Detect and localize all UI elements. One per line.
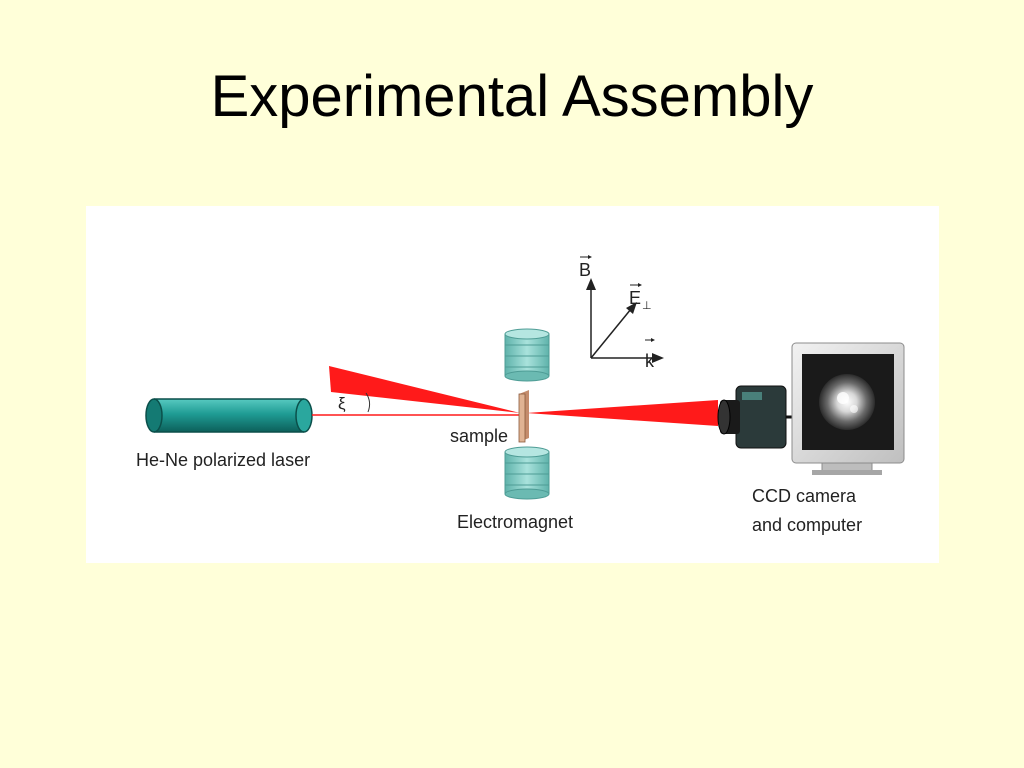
svg-text:k: k xyxy=(645,351,655,371)
vector-k-label: k xyxy=(645,338,655,371)
ccd-camera xyxy=(717,385,802,449)
laser-label: He-Ne polarized laser xyxy=(136,450,310,470)
computer-monitor xyxy=(791,342,905,475)
angle-arc xyxy=(365,392,371,413)
ccd-label-line1: CCD camera xyxy=(752,486,857,506)
sample-slab xyxy=(518,390,529,443)
laser-tube xyxy=(145,398,313,433)
vector-b-label: B xyxy=(579,255,592,280)
angle-label: ξ xyxy=(338,394,346,413)
field-vector-axes xyxy=(586,278,664,363)
vector-e-subscript: ⊥ xyxy=(642,300,652,312)
vector-e-label: E ⊥ xyxy=(629,283,652,312)
svg-text:B: B xyxy=(579,260,591,280)
setup-diagram: ξ xyxy=(136,255,905,535)
ccd-label-line2: and computer xyxy=(752,515,862,535)
sample-label: sample xyxy=(450,426,508,446)
electromagnet-bottom xyxy=(504,446,550,500)
transmitted-beam xyxy=(526,400,718,426)
slide-title: Experimental Assembly xyxy=(210,64,814,129)
electromagnet-label: Electromagnet xyxy=(457,512,573,532)
reflected-beam xyxy=(329,366,520,413)
electromagnet-top xyxy=(504,328,550,382)
svg-text:E: E xyxy=(629,288,641,308)
setup-diagram-panel: ξ xyxy=(86,206,939,563)
